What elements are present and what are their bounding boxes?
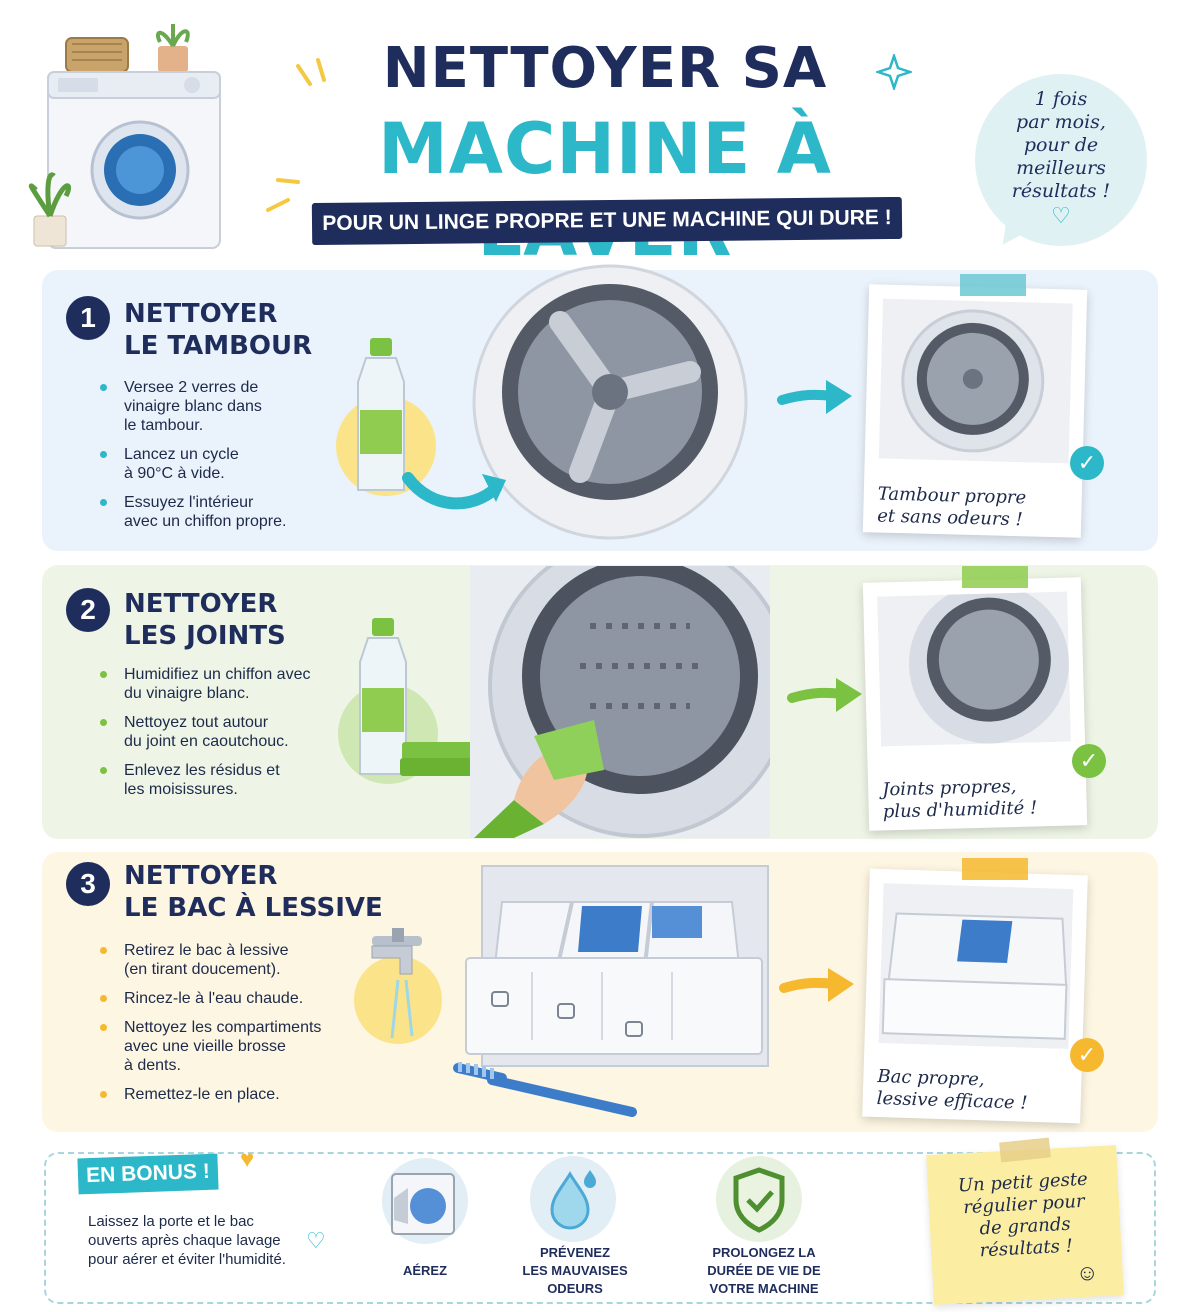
tape-decoration: [962, 566, 1028, 588]
curved-arrow-icon: [402, 458, 512, 518]
vinegar-bottle-illustration: [330, 330, 440, 500]
step-2-title-line2: LES JOINTS: [124, 621, 286, 651]
list-item: Retirez le bac à lessive (en tirant douc…: [98, 941, 348, 979]
clean-drum-photo: [878, 298, 1073, 464]
clean-seal-photo: [877, 583, 1072, 747]
list-item: Remettez-le en place.: [98, 1085, 348, 1104]
vinegar-bottle-with-cloth-illustration: [330, 610, 490, 800]
faucet-illustration: [352, 918, 452, 1058]
bonus-tag: EN BONUS !: [77, 1153, 219, 1195]
arrow-right-icon: [786, 670, 864, 720]
step-2-result-photo: Joints propres, plus d'humidité !: [862, 577, 1088, 831]
step-1-title-line2: LE TAMBOUR: [124, 331, 313, 361]
tape-decoration: [960, 274, 1026, 296]
bonus-label-duree: PROLONGEZ LA DURÉE DE VIE DE VOTRE MACHI…: [707, 1245, 821, 1296]
step-3-result-caption: Bac propre, lessive efficace !: [876, 1065, 1028, 1114]
list-item: Enlevez les résidus et les moisissures.: [98, 761, 348, 799]
bonus-label-aerez: AÉREZ: [402, 1263, 448, 1278]
list-item: Rincez-le à l'eau chaude.: [98, 989, 348, 1008]
step-2-title: NETTOYER LES JOINTS: [124, 588, 286, 652]
heart-icon: ♡: [306, 1228, 326, 1253]
step-1-result-caption: Tambour propre et sans odeurs !: [876, 483, 1027, 531]
heart-icon: ♥: [240, 1146, 255, 1173]
arrow-right-icon: [778, 960, 856, 1010]
step-1-title-line1: NETTOYER: [124, 299, 278, 329]
step-2-bullet-list: Humidifiez un chiffon avec du vinaigre b…: [98, 665, 348, 809]
bonus-section: [44, 1152, 1156, 1304]
shield-check-icon: [716, 1156, 802, 1242]
step-1-title: NETTOYER LE TAMBOUR: [124, 298, 312, 362]
open-washer-icon: [382, 1158, 468, 1244]
step-2-result-caption: Joints propres, plus d'humidité !: [881, 775, 1038, 823]
tape-decoration: [962, 858, 1028, 880]
step-1-bullet-list: Versee 2 verres de vinaigre blanc dans l…: [98, 378, 338, 541]
page-subtitle-ribbon: POUR UN LINGE PROPRE ET UNE MACHINE QUI …: [311, 196, 903, 246]
step-3-number: 3: [66, 862, 110, 906]
check-icon: ✓: [1070, 1038, 1104, 1072]
list-item: Nettoyez tout autour du joint en caoutch…: [98, 713, 348, 751]
page-title-line2: MACHINE À LAVER: [378, 108, 832, 272]
speech-bubble-text: 1 fois par mois, pour de meilleurs résul…: [1011, 88, 1111, 202]
smiley-icon: ☺: [1076, 1260, 1099, 1285]
toothbrush-illustration: [452, 1058, 642, 1122]
bonus-text: Laissez la porte et le bac ouverts après…: [88, 1213, 286, 1268]
step-3-title: NETTOYER LE BAC À LESSIVE: [124, 860, 383, 924]
list-item: Essuyez l'intérieur avec un chiffon prop…: [98, 493, 338, 531]
bonus-label-odeurs: PRÉVENEZ LES MAUVAISES ODEURS: [522, 1245, 628, 1296]
decor-sparkle-marks: [258, 50, 348, 220]
hand-with-cloth-illustration: [474, 700, 614, 838]
heart-icon: ♡: [1051, 203, 1071, 228]
header-washing-machine-illustration: [22, 20, 232, 252]
list-item: Humidifiez un chiffon avec du vinaigre b…: [98, 665, 348, 703]
step-1-number: 1: [66, 296, 110, 340]
step-2-number: 2: [66, 588, 110, 632]
check-icon: ✓: [1070, 446, 1104, 480]
step-3-title-line2: LE BAC À LESSIVE: [124, 893, 383, 923]
step-3-result-photo: Bac propre, lessive efficace !: [862, 868, 1088, 1124]
step-3-bullet-list: Retirez le bac à lessive (en tirant douc…: [98, 941, 348, 1114]
step-3-title-line1: NETTOYER: [124, 861, 278, 891]
arrow-right-icon: [776, 372, 854, 422]
step-2-title-line1: NETTOYER: [124, 589, 278, 619]
water-drop-icon: [530, 1156, 616, 1242]
list-item: Versee 2 verres de vinaigre blanc dans l…: [98, 378, 338, 435]
list-item: Nettoyez les compartiments avec une viei…: [98, 1018, 348, 1075]
step-1-result-photo: Tambour propre et sans odeurs !: [862, 284, 1088, 538]
sticky-note-text: Un petit geste régulier pour de grands r…: [957, 1168, 1089, 1262]
washer-drum-illustration: [470, 262, 760, 542]
detergent-drawer-illustration: [462, 862, 770, 1080]
clean-drawer-photo: [878, 883, 1074, 1049]
check-icon: ✓: [1072, 744, 1106, 778]
list-item: Lancez un cycle à 90°C à vide.: [98, 445, 338, 483]
sparkle-icon: [874, 52, 914, 92]
page-title-line1: NETTOYER SA: [382, 36, 828, 101]
speech-bubble: 1 fois par mois, pour de meilleurs résul…: [975, 74, 1147, 246]
